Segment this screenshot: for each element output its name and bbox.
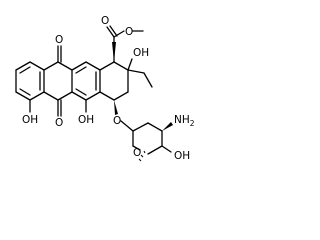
label-quinone-oxygen-top: O	[55, 34, 63, 46]
stereo-wedges	[112, 42, 173, 162]
label-amino-group: NH2	[174, 114, 195, 128]
hashed-bond	[138, 150, 146, 162]
chemical-structure: O O O O OH OH OH O O NH2 OH	[15, 15, 195, 162]
atom-labels: O O O O OH OH OH O O NH2 OH	[22, 15, 195, 162]
label-glycoside-oxygen: O	[113, 115, 121, 127]
label-quinone-oxygen-bottom: O	[55, 117, 63, 129]
label-ester-carbonyl-oxygen: O	[101, 15, 109, 27]
label-sugar-hydroxyl: OH	[174, 150, 190, 162]
label-ester-oxygen: O	[125, 26, 133, 38]
label-sugar-ring-oxygen: O	[133, 147, 141, 159]
label-tertiary-hydroxyl: OH	[133, 47, 149, 59]
label-phenol-right: OH	[78, 114, 94, 126]
bonds	[15, 25, 172, 155]
label-phenol-left: OH	[22, 114, 38, 126]
